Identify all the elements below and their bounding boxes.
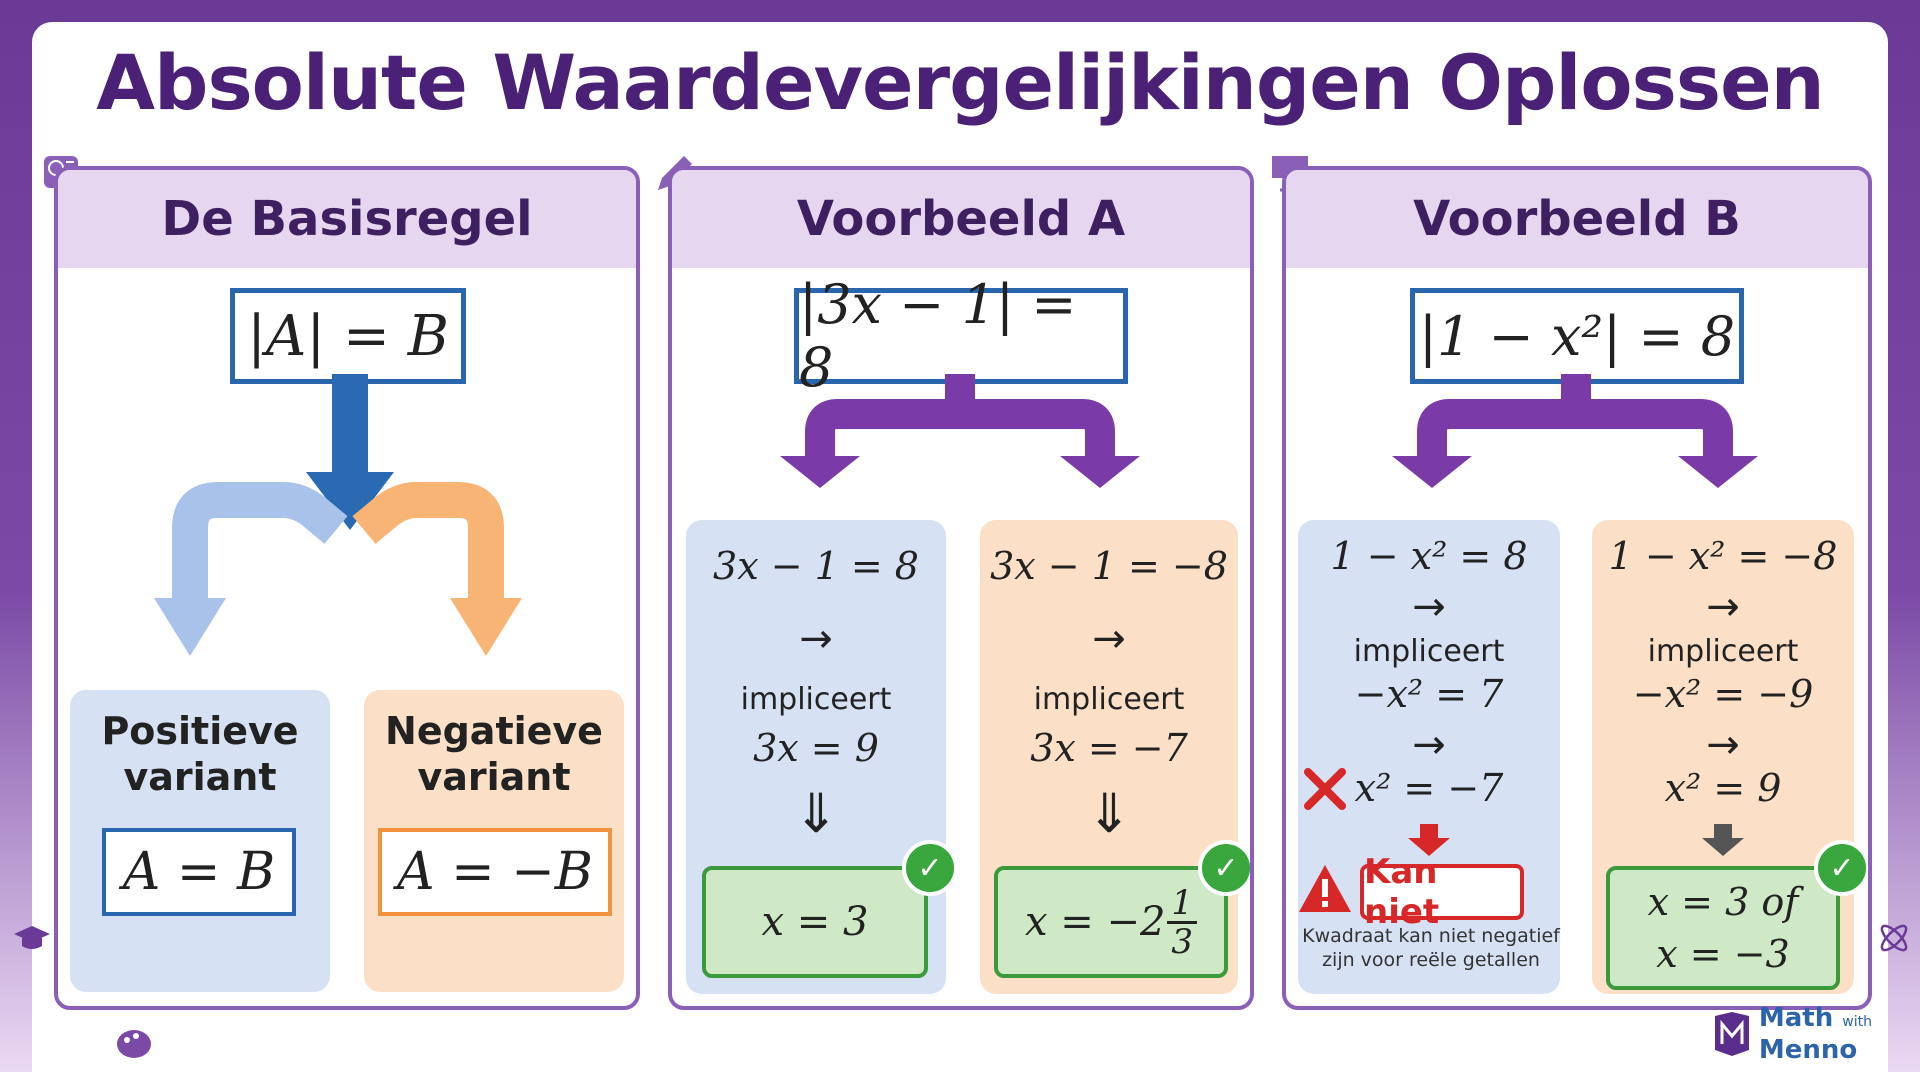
- solution-box: x = −2 1 3: [994, 866, 1228, 978]
- fraction: 1 3: [1167, 885, 1198, 962]
- negative-equation-box: A = −B: [378, 828, 612, 916]
- panel-basisregel: De Basisregel |A| = B Positieve variant …: [54, 166, 640, 1010]
- equation-box: |3x − 1| = 8: [794, 273, 1128, 399]
- brand-logo: Math with Menno: [1711, 1004, 1872, 1064]
- note-line2: zijn voor reële getallen: [1322, 949, 1540, 971]
- panel-heading: De Basisregel: [58, 170, 636, 268]
- check-icon: ✓: [1198, 840, 1250, 896]
- positive-variant-card: Positieve variant A = B: [70, 690, 330, 992]
- negative-label-line2: variant: [417, 755, 571, 799]
- case-equation: 1 − x² = 8: [1330, 534, 1528, 578]
- right-arrow-icon: →: [1706, 584, 1740, 630]
- step-equation: x² = 9: [1664, 766, 1782, 810]
- split-arrows: [154, 374, 522, 656]
- explanation-note: Kwadraat kan niet negatief zijn voor reë…: [1300, 924, 1562, 972]
- step-equation: −x² = 7: [1354, 672, 1504, 716]
- check-icon: ✓: [1814, 840, 1868, 896]
- page-title: Absolute Waardevergelijkingen Oplossen: [96, 38, 1825, 127]
- solution-box: x = 3: [702, 866, 928, 978]
- logo-line1: Math: [1758, 1003, 1834, 1033]
- warning-icon: [1299, 865, 1351, 912]
- red-down-arrow-icon: [1408, 824, 1450, 856]
- panel-heading: Voorbeeld B: [1286, 170, 1868, 268]
- logo-small: with: [1842, 1014, 1872, 1030]
- right-arrow-icon: →: [1412, 584, 1446, 630]
- step-equation: 3x = 9: [753, 726, 879, 770]
- case-equation: 1 − x² = −8: [1608, 534, 1838, 578]
- right-arrow-icon: →: [799, 616, 833, 662]
- palette-icon: [117, 1030, 151, 1058]
- fraction-numerator: 1: [1167, 885, 1198, 924]
- case-equation: 3x − 1 = 8: [713, 544, 919, 588]
- graduation-cap-icon: [14, 926, 50, 949]
- logo-text: Math with Menno: [1759, 1004, 1872, 1064]
- fraction-denominator: 3: [1171, 921, 1194, 962]
- solution-line2: x = −3: [1656, 932, 1790, 976]
- negative-label-line1: Negatieve: [385, 709, 603, 753]
- right-arrow-icon: →: [1092, 616, 1126, 662]
- split-arrows: [1392, 374, 1758, 488]
- step-equation: −x² = −9: [1632, 672, 1814, 716]
- grey-down-arrow-icon: [1702, 824, 1744, 856]
- panel-voorbeeld-b: Voorbeeld B |1 − x²| = 8 1 − x² = 8 → im…: [1282, 166, 1872, 1010]
- positive-label-line1: Positieve: [101, 709, 299, 753]
- solution-line1: x = 3 of: [1647, 880, 1799, 924]
- check-icon: ✓: [902, 840, 958, 896]
- solution: x = 3: [761, 899, 869, 945]
- case-equation: 3x − 1 = −8: [990, 544, 1228, 588]
- positive-equation-box: A = B: [102, 828, 296, 916]
- step-equation: 3x = −7: [1030, 726, 1188, 770]
- positive-label-line2: variant: [123, 755, 277, 799]
- right-arrow-icon: →: [1706, 722, 1740, 768]
- impossible-badge: Kan niet: [1360, 852, 1524, 932]
- panel-voorbeeld-a: Voorbeeld A |3x − 1| = 8 3x − 1 = 8 → im…: [668, 166, 1254, 1010]
- right-arrow-icon: →: [1412, 722, 1446, 768]
- negative-variant-card: Negatieve variant A = −B: [364, 690, 624, 992]
- split-arrows: [780, 374, 1140, 488]
- cross-icon: [1304, 768, 1346, 810]
- implies-label: impliceert: [1647, 634, 1799, 669]
- implies-label: impliceert: [1353, 634, 1505, 669]
- atom-icon: [1880, 924, 1908, 952]
- equation-box: |1 − x²| = 8: [1410, 288, 1744, 384]
- impossible-equation: x² = −7: [1354, 766, 1504, 810]
- double-down-arrow-icon: ⇓: [793, 782, 839, 845]
- logo-mark-icon: [1714, 1012, 1749, 1056]
- logo-line2: Menno: [1758, 1035, 1858, 1065]
- note-line1: Kwadraat kan niet negatief: [1302, 925, 1560, 947]
- implies-label: impliceert: [740, 682, 892, 717]
- double-down-arrow-icon: ⇓: [1086, 782, 1132, 845]
- solution-prefix: x = −2: [1024, 899, 1166, 945]
- implies-label: impliceert: [1033, 682, 1185, 717]
- panel-heading: Voorbeeld A: [672, 170, 1250, 268]
- solution-box: x = 3 of x = −3: [1606, 866, 1840, 990]
